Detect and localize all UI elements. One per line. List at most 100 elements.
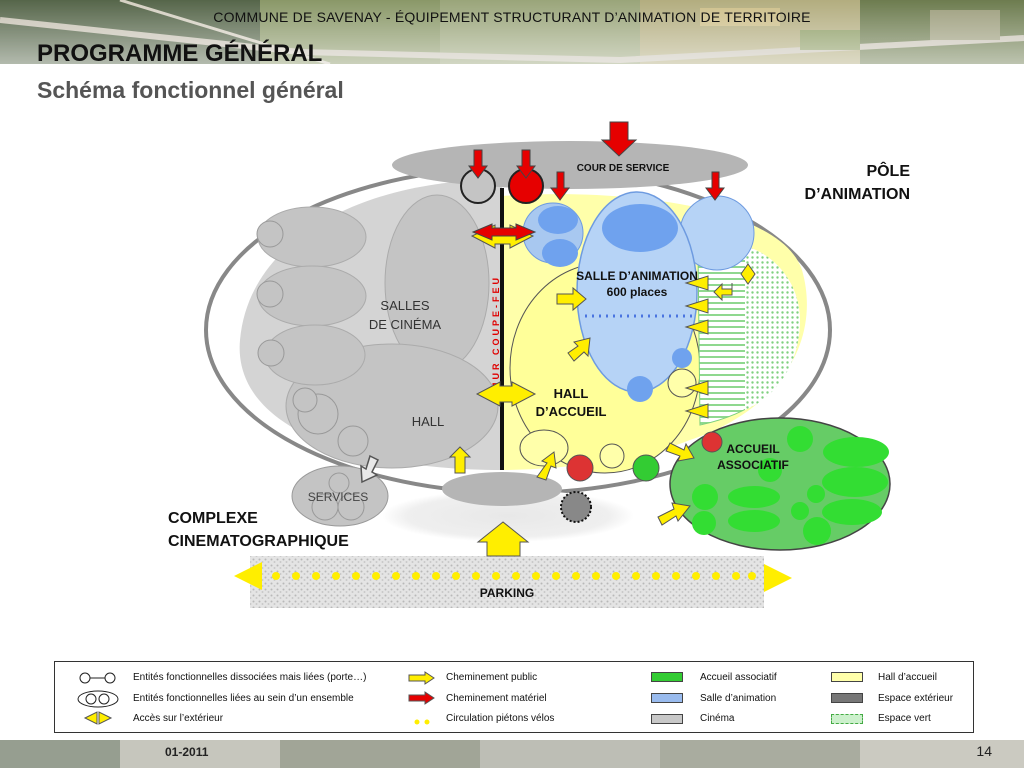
- public-arrow: [567, 337, 591, 362]
- cour-service-label: COUR DE SERVICE: [577, 163, 670, 174]
- cinema-entity-circle: [337, 425, 369, 457]
- services-label: SERVICES: [308, 490, 368, 504]
- legend-item-cinema: Cinéma: [700, 713, 735, 724]
- services-entity: [328, 472, 350, 494]
- parking-label: PARKING: [480, 586, 534, 600]
- aerial-photo-footer: [0, 740, 1024, 768]
- salle-stage: [602, 204, 678, 252]
- complexe-label-line1: COMPLEXE: [168, 510, 258, 527]
- cinema-entity-circle: [256, 220, 284, 248]
- material-arrow-double: [471, 223, 537, 241]
- public-arrow-small: [713, 282, 733, 302]
- assoc-room: [692, 484, 718, 510]
- exterior-access: [684, 403, 709, 419]
- public-arrow-up: [476, 521, 530, 557]
- material-arrow-down: [705, 171, 725, 201]
- espace-exterieur-oval: [442, 472, 562, 506]
- exterior-access: [684, 380, 709, 396]
- accueil-label-line1: ACCUEIL: [726, 442, 779, 456]
- exterior-access: [684, 275, 709, 291]
- exterior-access: [684, 319, 709, 335]
- public-arrow: [556, 286, 587, 312]
- assoc-room: [822, 499, 882, 525]
- services-entity: [337, 493, 365, 521]
- salles-label-line1: SALLES: [380, 298, 429, 313]
- hall-accueil-label-line2: D’ACCUEIL: [536, 404, 607, 419]
- material-path-icon: [408, 691, 435, 705]
- public-path-icon: [408, 671, 435, 685]
- footer-banner: [0, 740, 1024, 768]
- cour-service-oval: [392, 141, 748, 189]
- accueil-label-line2: ASSOCIATIF: [717, 458, 789, 472]
- public-arrow: [665, 442, 695, 462]
- public-arrow-double: [475, 381, 537, 407]
- cinema-entity-circle: [257, 339, 285, 367]
- salle-entity-circle: [627, 376, 653, 402]
- assoc-room: [728, 510, 780, 532]
- public-arrow: [448, 446, 472, 474]
- exterior-access-right: [764, 564, 792, 592]
- page-title: PROGRAMME GÉNÉRAL: [37, 40, 323, 67]
- page-subtitle: Schéma fonctionnel général: [37, 77, 344, 103]
- legend-item-material: Cheminement matériel: [446, 693, 547, 704]
- services-access-arrow: [360, 454, 380, 484]
- pedestrian-path-icon: [414, 719, 430, 725]
- legend-item-access: Accès sur l’extérieur: [133, 713, 224, 724]
- hall-entity-circle: [667, 368, 697, 398]
- salle-animation-swatch: [651, 693, 683, 703]
- legend-item-salle: Salle d’animation: [700, 693, 777, 704]
- material-arrow-down: [516, 149, 536, 179]
- complexe-label-line2: CINEMATOGRAPHIQUE: [168, 533, 349, 550]
- legend-item-pedestrian: Circulation piétons vélos: [446, 713, 555, 724]
- pedestrian-path: [272, 572, 756, 580]
- hall-accueil-swatch: [831, 672, 863, 682]
- cinema-entity-circle: [292, 387, 318, 413]
- assoc-room: [791, 502, 809, 520]
- legend-item-vert: Espace vert: [878, 713, 931, 724]
- pole-label-line2: D’ANIMATION: [805, 186, 910, 203]
- assoc-room: [728, 486, 780, 508]
- dissociated-entities-icon: [79, 672, 116, 684]
- exterior-access: [684, 298, 709, 314]
- espace-vert-dots: [740, 245, 800, 410]
- material-arrow-down: [600, 121, 638, 157]
- cinema-entity-circle: [256, 280, 284, 308]
- exterior-access-icon: [83, 711, 113, 725]
- exterior-access-left: [234, 562, 262, 590]
- assoc-room: [803, 517, 831, 545]
- assoc-room: [758, 458, 782, 482]
- material-arrow-down: [550, 171, 570, 201]
- public-arrow: [657, 502, 691, 526]
- salle-entity-fill: [542, 239, 578, 267]
- header-banner: COMMUNE DE SAVENAY - ÉQUIPEMENT STRUCTUR…: [0, 0, 1024, 64]
- accueil-associatif-swatch: [651, 672, 683, 682]
- salle-entity-fill: [538, 206, 578, 234]
- linked-entities-icon: [77, 690, 119, 708]
- pole-label-line1: PÔLE: [866, 161, 910, 180]
- assoc-room: [692, 511, 716, 535]
- legend-item-linked: Entités fonctionnelles liées au sein d’u…: [133, 693, 354, 704]
- salle-entity-circle: [672, 348, 692, 368]
- espace-vert-swatch: [831, 714, 863, 724]
- cinema-swatch: [651, 714, 683, 724]
- legend-item-hall: Hall d’accueil: [878, 672, 937, 683]
- parking-area: [250, 556, 764, 608]
- hall-entity-oval: [519, 429, 569, 467]
- material-entity-circle: [566, 454, 594, 482]
- public-arrow: [536, 451, 557, 481]
- legend-item-public: Cheminement public: [446, 672, 538, 683]
- aerial-photo: [0, 0, 1024, 64]
- assoc-room: [807, 485, 825, 503]
- material-entity-circle: [701, 431, 723, 453]
- assoc-room: [822, 467, 888, 497]
- hall-accueil-label-line1: HALL: [554, 386, 589, 401]
- exterior-entity: [560, 491, 592, 523]
- legend-item-exterieur: Espace extérieur: [878, 693, 954, 704]
- assoc-room: [787, 426, 813, 452]
- fire-wall-label: MUR COUPE-FEU: [491, 275, 501, 390]
- hall-cinema-label: HALL: [412, 414, 445, 429]
- legend-item-accueil: Accueil associatif: [700, 672, 777, 683]
- footer-date: 01-2011: [165, 745, 209, 759]
- salle-label-line1: SALLE D’ANIMATION: [576, 269, 698, 283]
- salles-label-line2: DE CINÉMA: [369, 317, 442, 332]
